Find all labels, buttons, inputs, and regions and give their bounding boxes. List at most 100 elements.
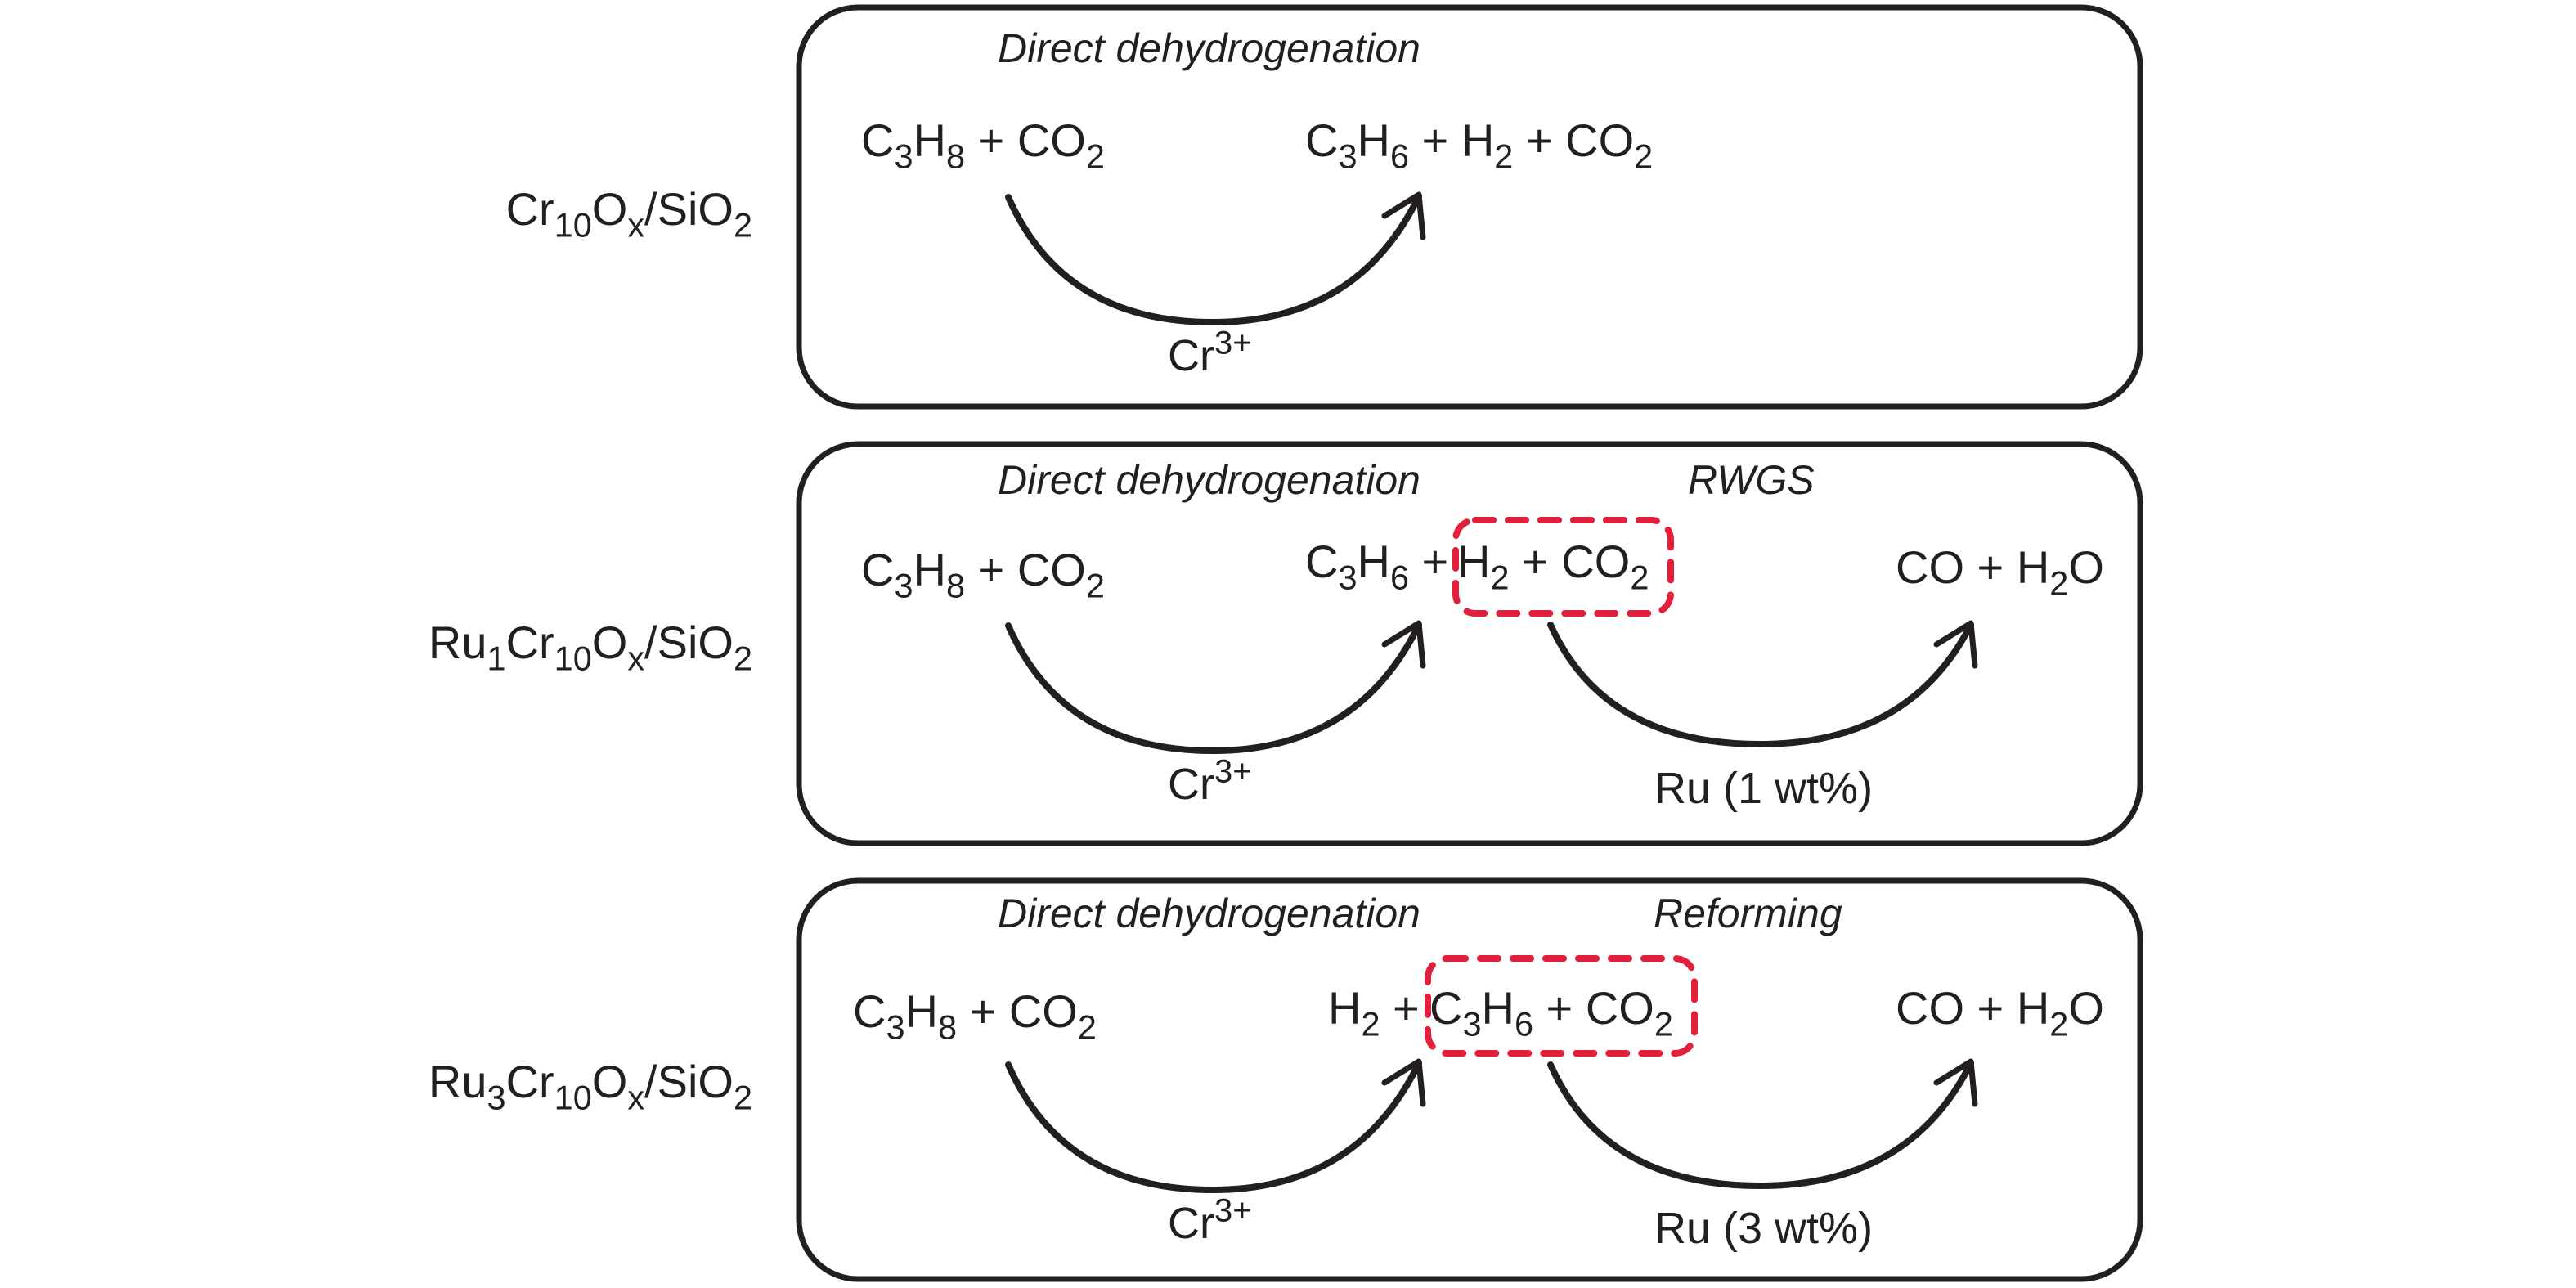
subscript-text: 2 — [2049, 564, 2068, 603]
subscript-text: 2 — [1634, 137, 1653, 176]
subscript-text: 2 — [734, 640, 752, 678]
formula-text: C — [853, 985, 886, 1037]
scheme-row-ru1cr10ox: Ru1Cr10Ox/SiO2 Direct dehydrogenation RW… — [429, 441, 2143, 846]
formula-text: Cr — [506, 617, 554, 668]
catalyst-label: Ru1Cr10Ox/SiO2 — [429, 617, 752, 678]
formula-text: Ru (3 wt%) — [1654, 1204, 1873, 1253]
formula-text: H — [913, 544, 946, 595]
subscript-text: 2 — [1490, 559, 1509, 597]
subscript-text: 2 — [1078, 1008, 1097, 1047]
formula-text: + CO — [965, 544, 1086, 595]
reaction-arrow-icon — [1005, 191, 1426, 325]
formula-text: + H — [1409, 114, 1494, 166]
step-title-dehydrogenation: Direct dehydrogenation — [998, 25, 1420, 71]
subscript-text: 3 — [894, 567, 913, 605]
subscript-text: 2 — [1086, 567, 1105, 605]
catalyst-label: Cr10Ox/SiO2 — [506, 183, 752, 245]
step-title-dehydrogenation: Direct dehydrogenation — [998, 891, 1420, 936]
superscript-text: 3+ — [1214, 1193, 1252, 1229]
formula-text: Ru — [429, 1056, 487, 1107]
subscript-text: x — [627, 640, 644, 678]
reaction-panel — [796, 877, 2143, 1282]
superscript-text: 3+ — [1214, 325, 1252, 361]
intermediate-formula: H2 + — [1328, 982, 1420, 1043]
formula-text: /SiO — [644, 617, 734, 668]
scheme-row-ru3cr10ox: Ru3Cr10Ox/SiO2 Direct dehydrogenation Re… — [429, 877, 2143, 1282]
formula-text: C — [861, 544, 894, 595]
formula-text: /SiO — [644, 183, 734, 235]
subscript-text: 2 — [2049, 1005, 2068, 1043]
formula-text: Cr — [1168, 1199, 1214, 1248]
formula-text: O — [592, 1056, 628, 1107]
formula-text: Cr — [1168, 331, 1214, 380]
subscript-text: 3 — [894, 137, 913, 176]
formula-text: H — [1358, 536, 1390, 587]
scheme-row-cr10ox: Cr10Ox/SiO2 Direct dehydrogenation C3H8 … — [506, 4, 2143, 410]
subscript-text: 2 — [1654, 1005, 1673, 1043]
step-catalyst-cr3: Cr3+ — [1168, 754, 1252, 810]
formula-text: C — [1305, 536, 1338, 587]
subscript-text: 2 — [1086, 137, 1105, 176]
reactants-formula: C3H8 + CO2 — [861, 114, 1105, 176]
subscript-text: 8 — [946, 567, 965, 605]
highlight-box — [1452, 517, 1674, 617]
subscript-text: x — [627, 206, 644, 245]
highlighted-species: H2 + CO2 — [1457, 536, 1649, 597]
step-title-dehydrogenation: Direct dehydrogenation — [998, 457, 1420, 503]
subscript-text: 8 — [938, 1008, 957, 1047]
subscript-text: 2 — [1630, 559, 1649, 597]
formula-text: + CO — [1510, 536, 1631, 587]
subscript-text: 3 — [1462, 1005, 1481, 1043]
subscript-text: 1 — [487, 640, 506, 678]
formula-text: H — [905, 985, 938, 1037]
reaction-arrow-icon — [1005, 620, 1426, 754]
formula-text: H — [1457, 536, 1490, 587]
subscript-text: 10 — [554, 1079, 592, 1117]
formula-text: + CO — [1533, 982, 1654, 1034]
superscript-text: 3+ — [1214, 754, 1252, 790]
formula-text: H — [1358, 114, 1390, 166]
subscript-text: 2 — [734, 1079, 752, 1117]
step-catalyst-cr3: Cr3+ — [1168, 325, 1252, 381]
step-title-reforming: Reforming — [1654, 891, 1842, 936]
highlighted-species: C3H6 + CO2 — [1429, 982, 1673, 1043]
subscript-text: 3 — [886, 1008, 904, 1047]
formula-text: H — [913, 114, 946, 166]
formula-text: H — [1328, 982, 1361, 1034]
formula-text: Cr — [1168, 760, 1214, 809]
formula-text: Ru (1 wt%) — [1654, 764, 1873, 813]
formula-text: O — [2068, 982, 2104, 1034]
subscript-text: 3 — [1338, 137, 1357, 176]
final-products-formula: CO + H2O — [1896, 541, 2104, 603]
subscript-text: 2 — [734, 206, 752, 245]
step-catalyst-ru: Ru (3 wt%) — [1654, 1204, 1873, 1253]
subscript-text: 3 — [1338, 559, 1357, 597]
reaction-arrow-icon — [1005, 1058, 1426, 1193]
formula-text: O — [592, 617, 628, 668]
step-catalyst-cr3: Cr3+ — [1168, 1193, 1252, 1249]
formula-text: Cr — [506, 183, 554, 235]
formula-text: + CO — [957, 985, 1078, 1037]
step-title-rwgs: RWGS — [1688, 457, 1815, 503]
formula-text: CO + H — [1896, 541, 2049, 593]
subscript-text: x — [627, 1079, 644, 1117]
formula-text: CO + H — [1896, 982, 2049, 1034]
products-formula: C3H6 + H2 + CO2 — [1305, 114, 1653, 176]
formula-text: Ru — [429, 617, 487, 668]
formula-text: O — [2068, 541, 2104, 593]
reactants-formula: C3H8 + CO2 — [853, 985, 1097, 1047]
formula-text: + CO — [965, 114, 1086, 166]
subscript-text: 6 — [1390, 137, 1409, 176]
step-catalyst-ru: Ru (1 wt%) — [1654, 764, 1873, 813]
reaction-arrow-icon — [1547, 1058, 1978, 1189]
formula-text: C — [1305, 114, 1338, 166]
formula-text: + — [1409, 536, 1448, 587]
subscript-text: 6 — [1515, 1005, 1533, 1043]
final-products-formula: CO + H2O — [1896, 982, 2104, 1043]
subscript-text: 10 — [554, 640, 592, 678]
intermediate-formula: C3H6 + — [1305, 536, 1448, 597]
formula-text: /SiO — [644, 1056, 734, 1107]
formula-text: C — [861, 114, 894, 166]
formula-text: Cr — [506, 1056, 554, 1107]
